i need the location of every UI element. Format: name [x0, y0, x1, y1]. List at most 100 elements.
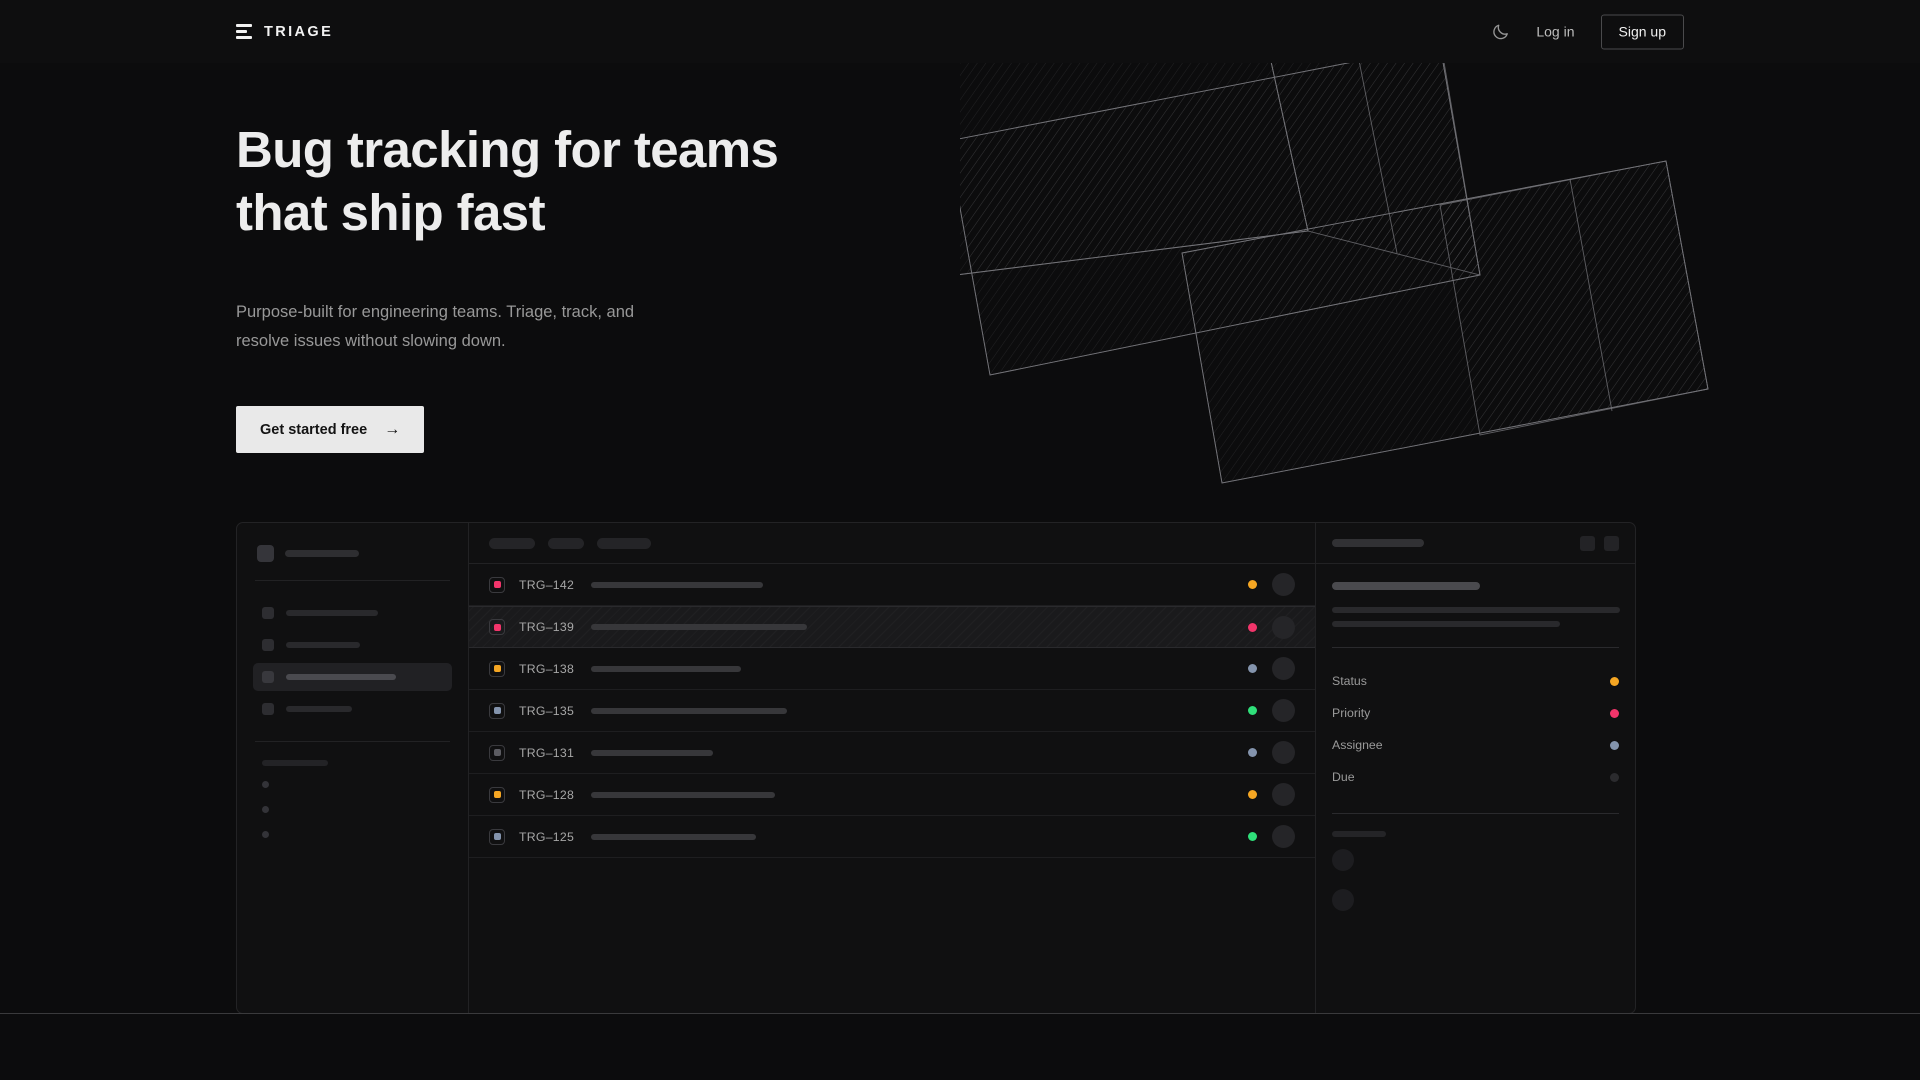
- meta-label: Status: [1332, 674, 1367, 688]
- status-badge: [1248, 706, 1257, 715]
- login-link[interactable]: Log in: [1536, 23, 1575, 40]
- issue-title-placeholder: [591, 833, 756, 840]
- meta-label: Priority: [1332, 706, 1371, 720]
- issue-type-badge: [489, 576, 505, 593]
- moon-icon[interactable]: [1491, 22, 1510, 41]
- row-meta: [1248, 657, 1295, 680]
- table-row[interactable]: TRG–135: [469, 690, 1315, 732]
- signup-button[interactable]: Sign up: [1600, 14, 1684, 49]
- sidebar-sub-item-2[interactable]: [253, 822, 452, 847]
- brand-logo[interactable]: TRIAGE: [236, 24, 333, 40]
- issue-id: TRG–139: [519, 620, 575, 634]
- avatar: [1272, 615, 1295, 639]
- hero-section: Bug tracking for teams that ship fast Pu…: [236, 118, 779, 453]
- sidebar-section-label: [262, 760, 328, 766]
- meta-row-priority[interactable]: Priority: [1332, 697, 1619, 729]
- workspace-switcher[interactable]: [253, 541, 452, 562]
- filter-pill-1[interactable]: [548, 537, 584, 549]
- issue-type-badge: [489, 786, 505, 803]
- row-meta: [1248, 573, 1295, 596]
- meta-value-dot: [1610, 708, 1619, 718]
- row-meta: [1248, 741, 1295, 764]
- sidebar-item-label: [286, 706, 352, 712]
- filter-pill-0[interactable]: [489, 537, 535, 549]
- status-badge: [1248, 580, 1257, 589]
- meta-value-dot: [1610, 676, 1619, 686]
- issue-id: TRG–128: [519, 787, 575, 802]
- hero-decorative-art: [960, 63, 1920, 523]
- issue-title-placeholder: [591, 665, 741, 672]
- sidebar-divider-bottom: [255, 741, 450, 742]
- sidebar-sub-item-dot: [262, 781, 269, 788]
- status-badge: [1248, 622, 1257, 632]
- table-row[interactable]: TRG–128: [469, 774, 1315, 816]
- activity-avatar-0: [1332, 849, 1354, 871]
- table-row[interactable]: TRG–142: [469, 564, 1315, 606]
- table-row[interactable]: TRG–138: [469, 648, 1315, 690]
- section-divider: [0, 1013, 1920, 1014]
- sidebar-item-label: [286, 610, 378, 616]
- sidebar-item-1[interactable]: [253, 631, 452, 659]
- status-badge: [1248, 664, 1257, 673]
- panel-description-placeholder: [1332, 607, 1620, 627]
- meta-row-status[interactable]: Status: [1332, 665, 1619, 697]
- table-row[interactable]: TRG–139: [469, 606, 1315, 648]
- table-row[interactable]: TRG–131: [469, 732, 1315, 774]
- status-badge: [1248, 748, 1257, 757]
- arrow-right-icon: →: [384, 420, 401, 438]
- issue-id: TRG–135: [519, 703, 575, 718]
- panel-action-button-0[interactable]: [1580, 535, 1595, 551]
- avatar: [1272, 825, 1295, 848]
- filter-pill-2[interactable]: [597, 537, 651, 549]
- issue-id: TRG–142: [519, 577, 575, 592]
- sidebar-item-3[interactable]: [253, 695, 452, 723]
- avatar: [1272, 741, 1295, 764]
- row-meta: [1248, 615, 1295, 639]
- nav-actions: Log in Sign up: [1491, 14, 1684, 49]
- sidebar-sub-item-0[interactable]: [253, 772, 452, 797]
- issue-type-badge: [489, 744, 505, 761]
- brand-name: TRIAGE: [264, 23, 334, 40]
- stacked-bars-logo-icon: [236, 24, 252, 39]
- sidebar-item-2[interactable]: [253, 663, 452, 691]
- hero-subheadline: Purpose-built for engineering teams. Tri…: [236, 303, 635, 350]
- panel-activity-label-placeholder: [1332, 831, 1386, 837]
- issue-title-placeholder: [591, 749, 713, 756]
- top-navigation: TRIAGE Log in Sign up: [0, 0, 1920, 63]
- avatar: [1272, 783, 1295, 806]
- list-toolbar: [469, 523, 1315, 564]
- issue-type-badge: [489, 828, 505, 845]
- panel-action-button-1[interactable]: [1604, 535, 1619, 551]
- avatar: [1272, 573, 1295, 596]
- sidebar-item-icon: [262, 703, 274, 715]
- sidebar-item-icon: [262, 607, 274, 619]
- sidebar-item-label: [286, 642, 360, 648]
- meta-row-assignee[interactable]: Assignee: [1332, 729, 1619, 761]
- issue-id: TRG–138: [519, 661, 575, 676]
- panel-header-actions: [1580, 535, 1619, 551]
- meta-row-due[interactable]: Due: [1332, 761, 1619, 793]
- sidebar-nav-list: [253, 599, 452, 723]
- issue-id: TRG–125: [519, 829, 575, 844]
- status-badge: [1248, 832, 1257, 841]
- meta-value-dot: [1610, 772, 1619, 782]
- cta-label: Get started free: [260, 421, 368, 438]
- issue-type-badge: [489, 702, 505, 719]
- panel-issue-title-placeholder: [1332, 582, 1480, 590]
- sidebar-item-label: [286, 674, 396, 680]
- panel-divider-bottom: [1332, 813, 1619, 814]
- workspace-avatar: [257, 545, 274, 562]
- sidebar-item-0[interactable]: [253, 599, 452, 627]
- table-row[interactable]: TRG–125: [469, 816, 1315, 858]
- meta-value-dot: [1610, 740, 1619, 750]
- row-meta: [1248, 699, 1295, 722]
- avatar: [1272, 657, 1295, 680]
- get-started-button[interactable]: Get started free →: [236, 406, 425, 453]
- sidebar-sub-list: [253, 772, 452, 847]
- sidebar-sub-item-1[interactable]: [253, 797, 452, 822]
